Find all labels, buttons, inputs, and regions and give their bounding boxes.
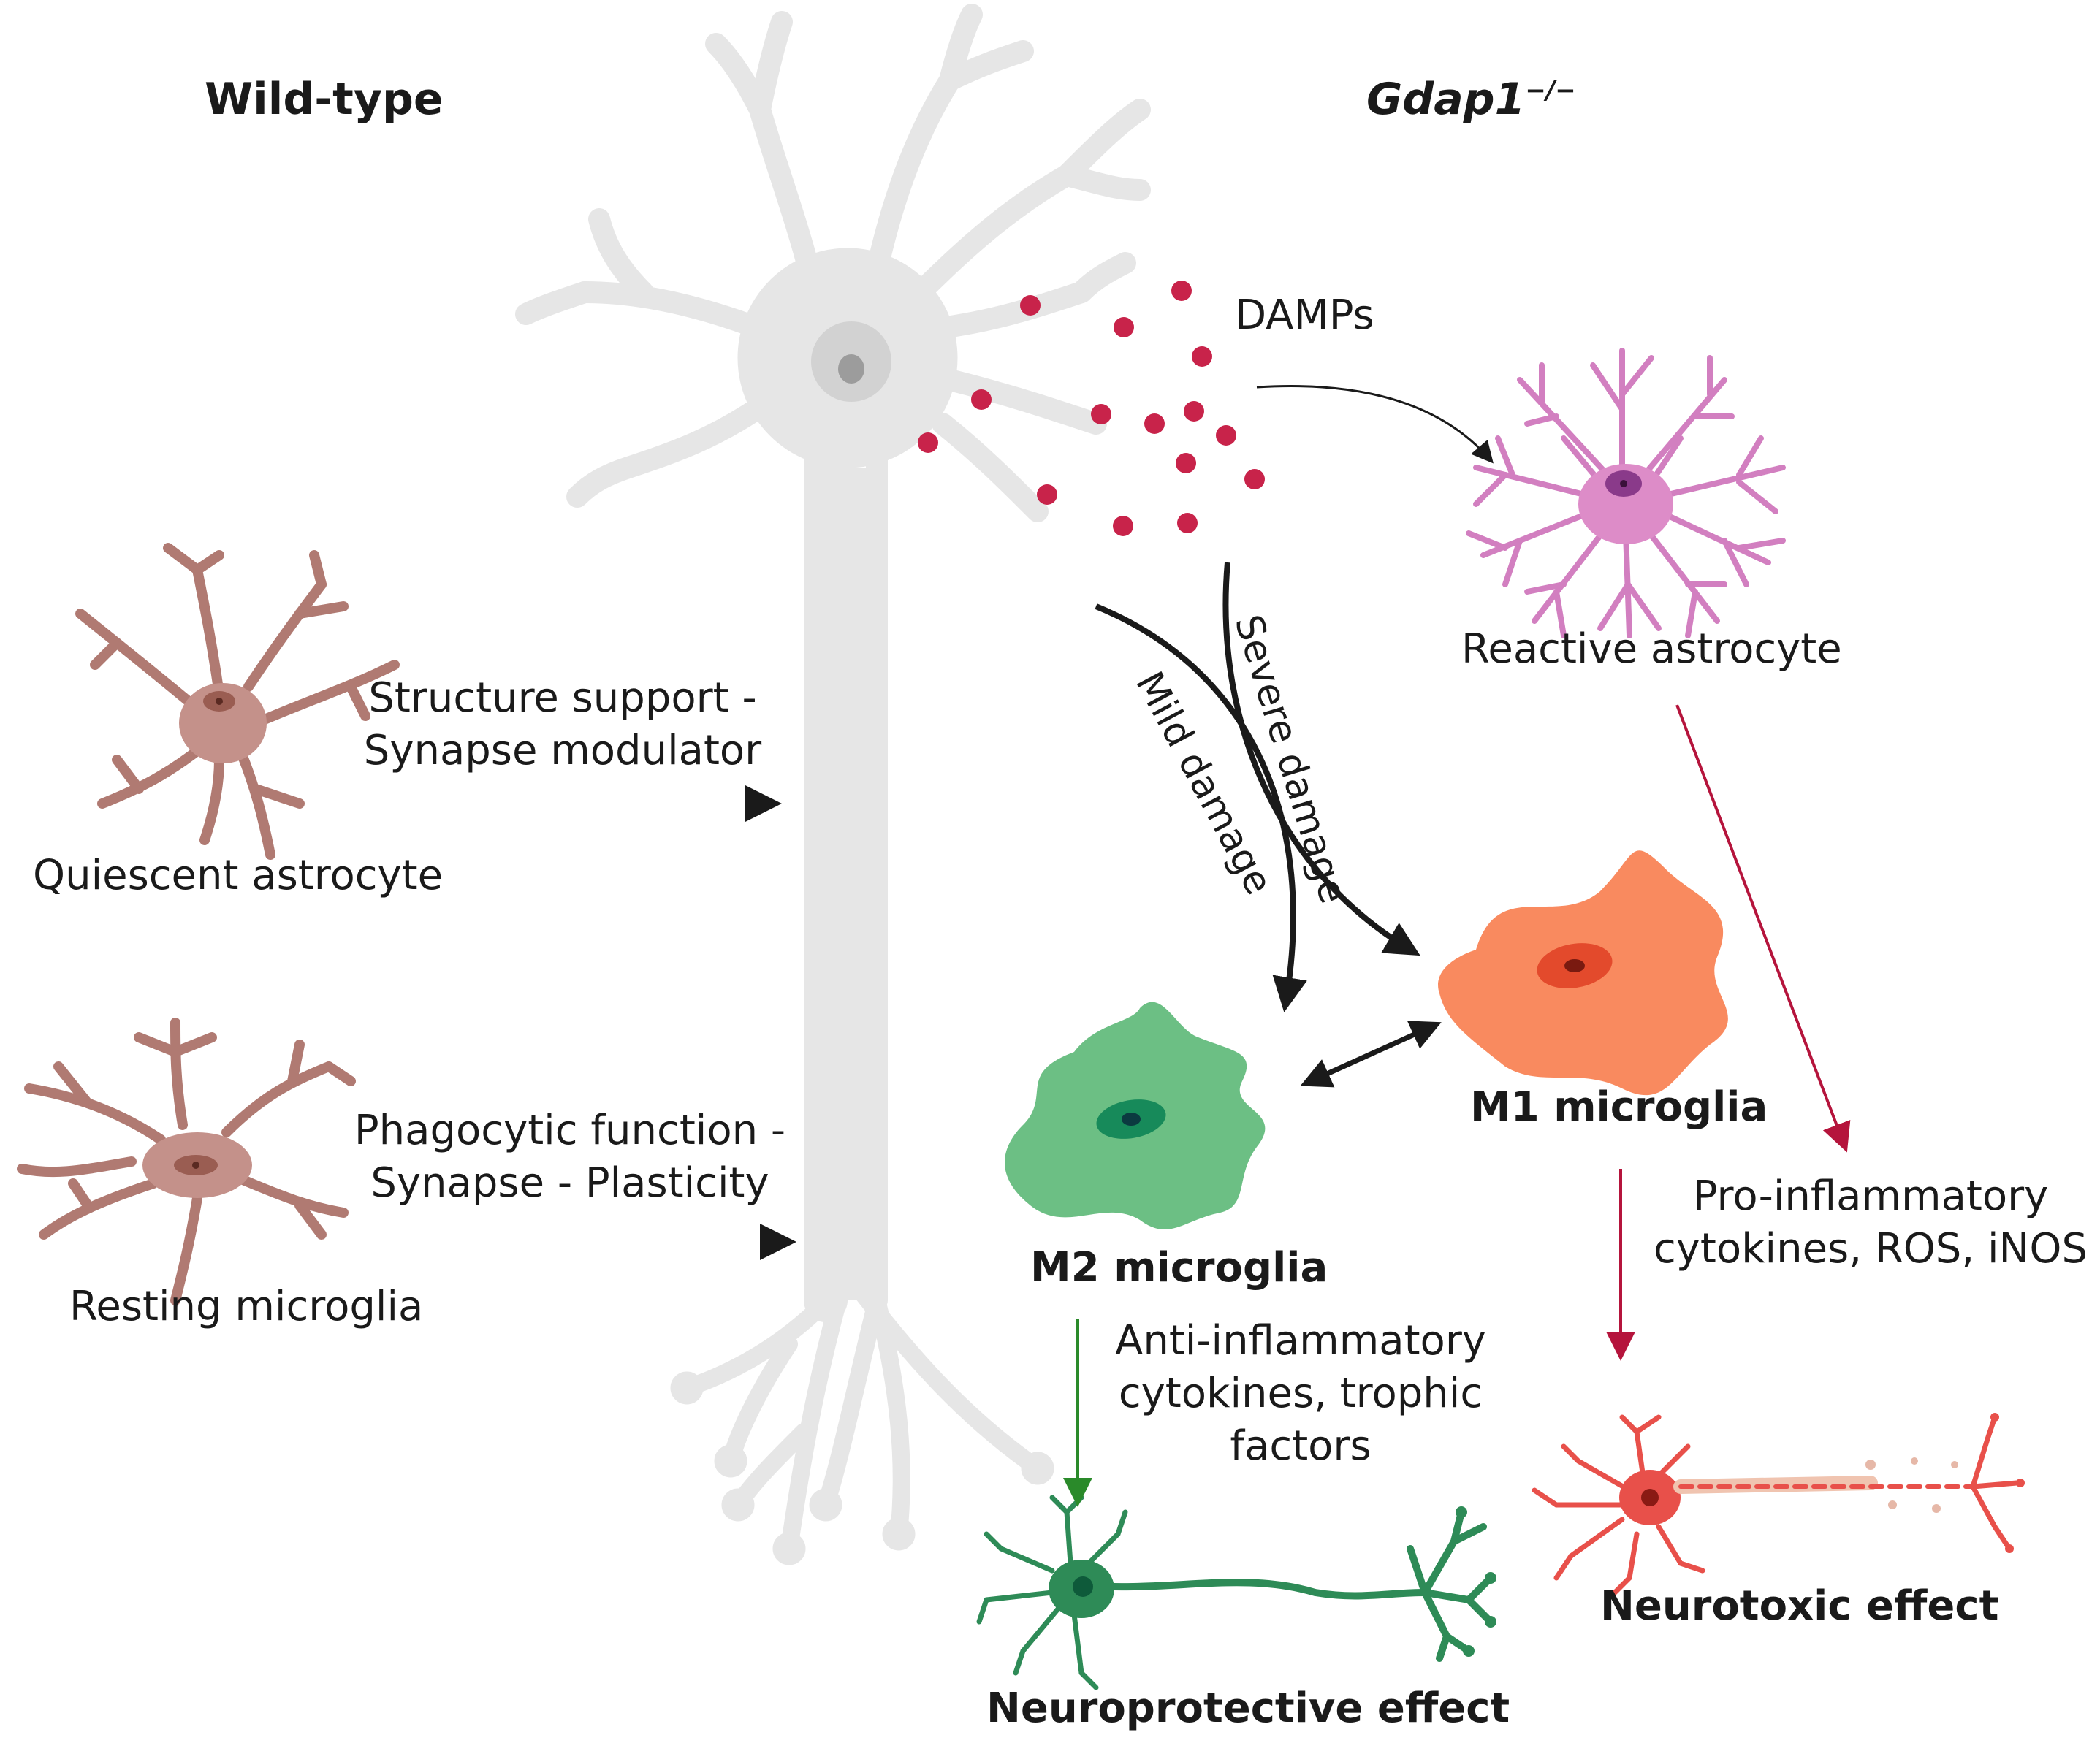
quiescent-astrocyte-shape (75, 543, 400, 860)
neurotoxic-effect-label: Neurotoxic effect (1600, 1582, 1999, 1630)
m1-m2-interconversion-arrow (1300, 1021, 1442, 1088)
astrocyte-function-line-2: Synapse modulator (363, 727, 762, 774)
microglia-function-label: Phagocytic function - Synapse - Plastici… (336, 1105, 804, 1210)
wild-type-heading: Wild-type (205, 74, 444, 125)
anti-inflammatory-line-3: factors (1230, 1422, 1372, 1470)
anti-inflammatory-line-2: cytokines, trophic (1118, 1370, 1483, 1417)
microglia-function-line-1: Phagocytic function - (354, 1107, 786, 1154)
anti-inflammatory-line-1: Anti-inflammatory (1115, 1317, 1486, 1365)
mild-damage-arrow (1095, 603, 1307, 1012)
reactive-astrocyte-shape (1466, 348, 1786, 638)
m1-microglia-shape (1438, 850, 1728, 1096)
neuroprotective-effect-label: Neuroprotective effect (986, 1685, 1510, 1732)
damps-label: DAMPs (1235, 291, 1374, 339)
m1-microglia-label: M1 microglia (1470, 1083, 1768, 1131)
damp-particles (918, 281, 1265, 536)
severe-damage-arrow (1222, 562, 1420, 956)
pro-inflammatory-label: Pro-inflammatory cytokines, ROS, iNOS (1640, 1170, 2100, 1275)
neuroprotective-neuron-shape (976, 1495, 1496, 1690)
astrocyte-function-line-1: Structure support - (368, 674, 757, 722)
damps-to-reactive-astrocyte-arrow (1256, 384, 1494, 464)
resting-microglia-shape (17, 1018, 356, 1305)
quiescent-astrocyte-label: Quiescent astrocyte (33, 852, 444, 899)
astrocyte-function-label: Structure support - Synapse modulator (343, 672, 782, 777)
pro-inflammatory-line-2: cytokines, ROS, iNOS (1653, 1225, 2088, 1273)
pro-inflammatory-line-1: Pro-inflammatory (1692, 1172, 2049, 1220)
neurotoxic-neuron-shape (1532, 1413, 2025, 1595)
genotype-superscript: −/− (1525, 76, 1576, 105)
m2-microglia-shape (1005, 1002, 1266, 1229)
anti-inflammatory-label: Anti-inflammatory cytokines, trophic fac… (1089, 1315, 1513, 1473)
central-neuron (515, 4, 1151, 1565)
gdap1-knockout-heading: Gdap1−/− (1366, 73, 1576, 126)
gene-name: Gdap1 (1366, 74, 1526, 125)
m2-microglia-label: M2 microglia (1030, 1244, 1328, 1292)
reactive-astrocyte-label: Reactive astrocyte (1461, 625, 1842, 673)
microglia-function-line-2: Synapse - Plasticity (370, 1159, 769, 1207)
resting-microglia-label: Resting microglia (69, 1283, 424, 1330)
reactive-astrocyte-to-cytokines-arrow (1675, 704, 1851, 1153)
